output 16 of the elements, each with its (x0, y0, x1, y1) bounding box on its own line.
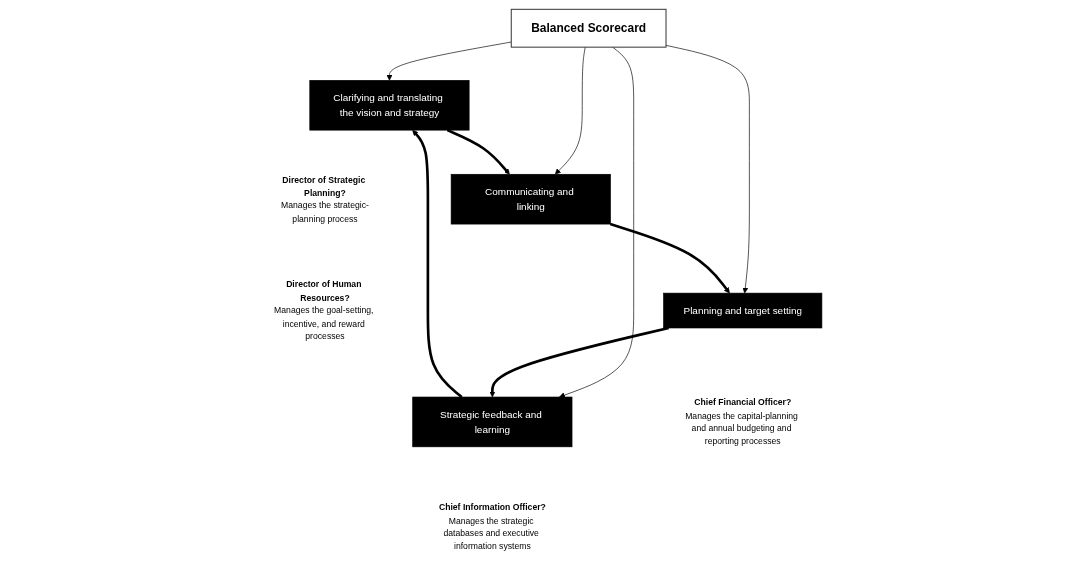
arrow (610, 222, 730, 294)
node-label: Manages the capital-planning and annual budgeting and reporting processes (685, 410, 799, 447)
arrow (489, 326, 670, 398)
node-label: Manages the strategic databases and executive information systems (443, 515, 540, 552)
node-box: Planning and target setting (663, 292, 823, 329)
node-box: Strategic feedback and learning (412, 396, 573, 448)
node-label: Chief Information Officer? (439, 502, 546, 513)
node-label: Manages the strategic-planning process (281, 200, 370, 224)
node-label: Manages the goal-setting, incentive, and reward processes (274, 305, 374, 342)
node-label: Director of Strategic Planning? (282, 174, 366, 198)
node-box: Clarifying and translating the vision and strategy (309, 80, 470, 131)
arrow (412, 129, 463, 399)
node-box: Communicating and linking (450, 173, 611, 225)
node-label: Director of Human Resources? (286, 279, 362, 303)
node-label: Chief Financial Officer? (694, 397, 792, 408)
node-box: Balanced Scorecard (510, 8, 667, 48)
